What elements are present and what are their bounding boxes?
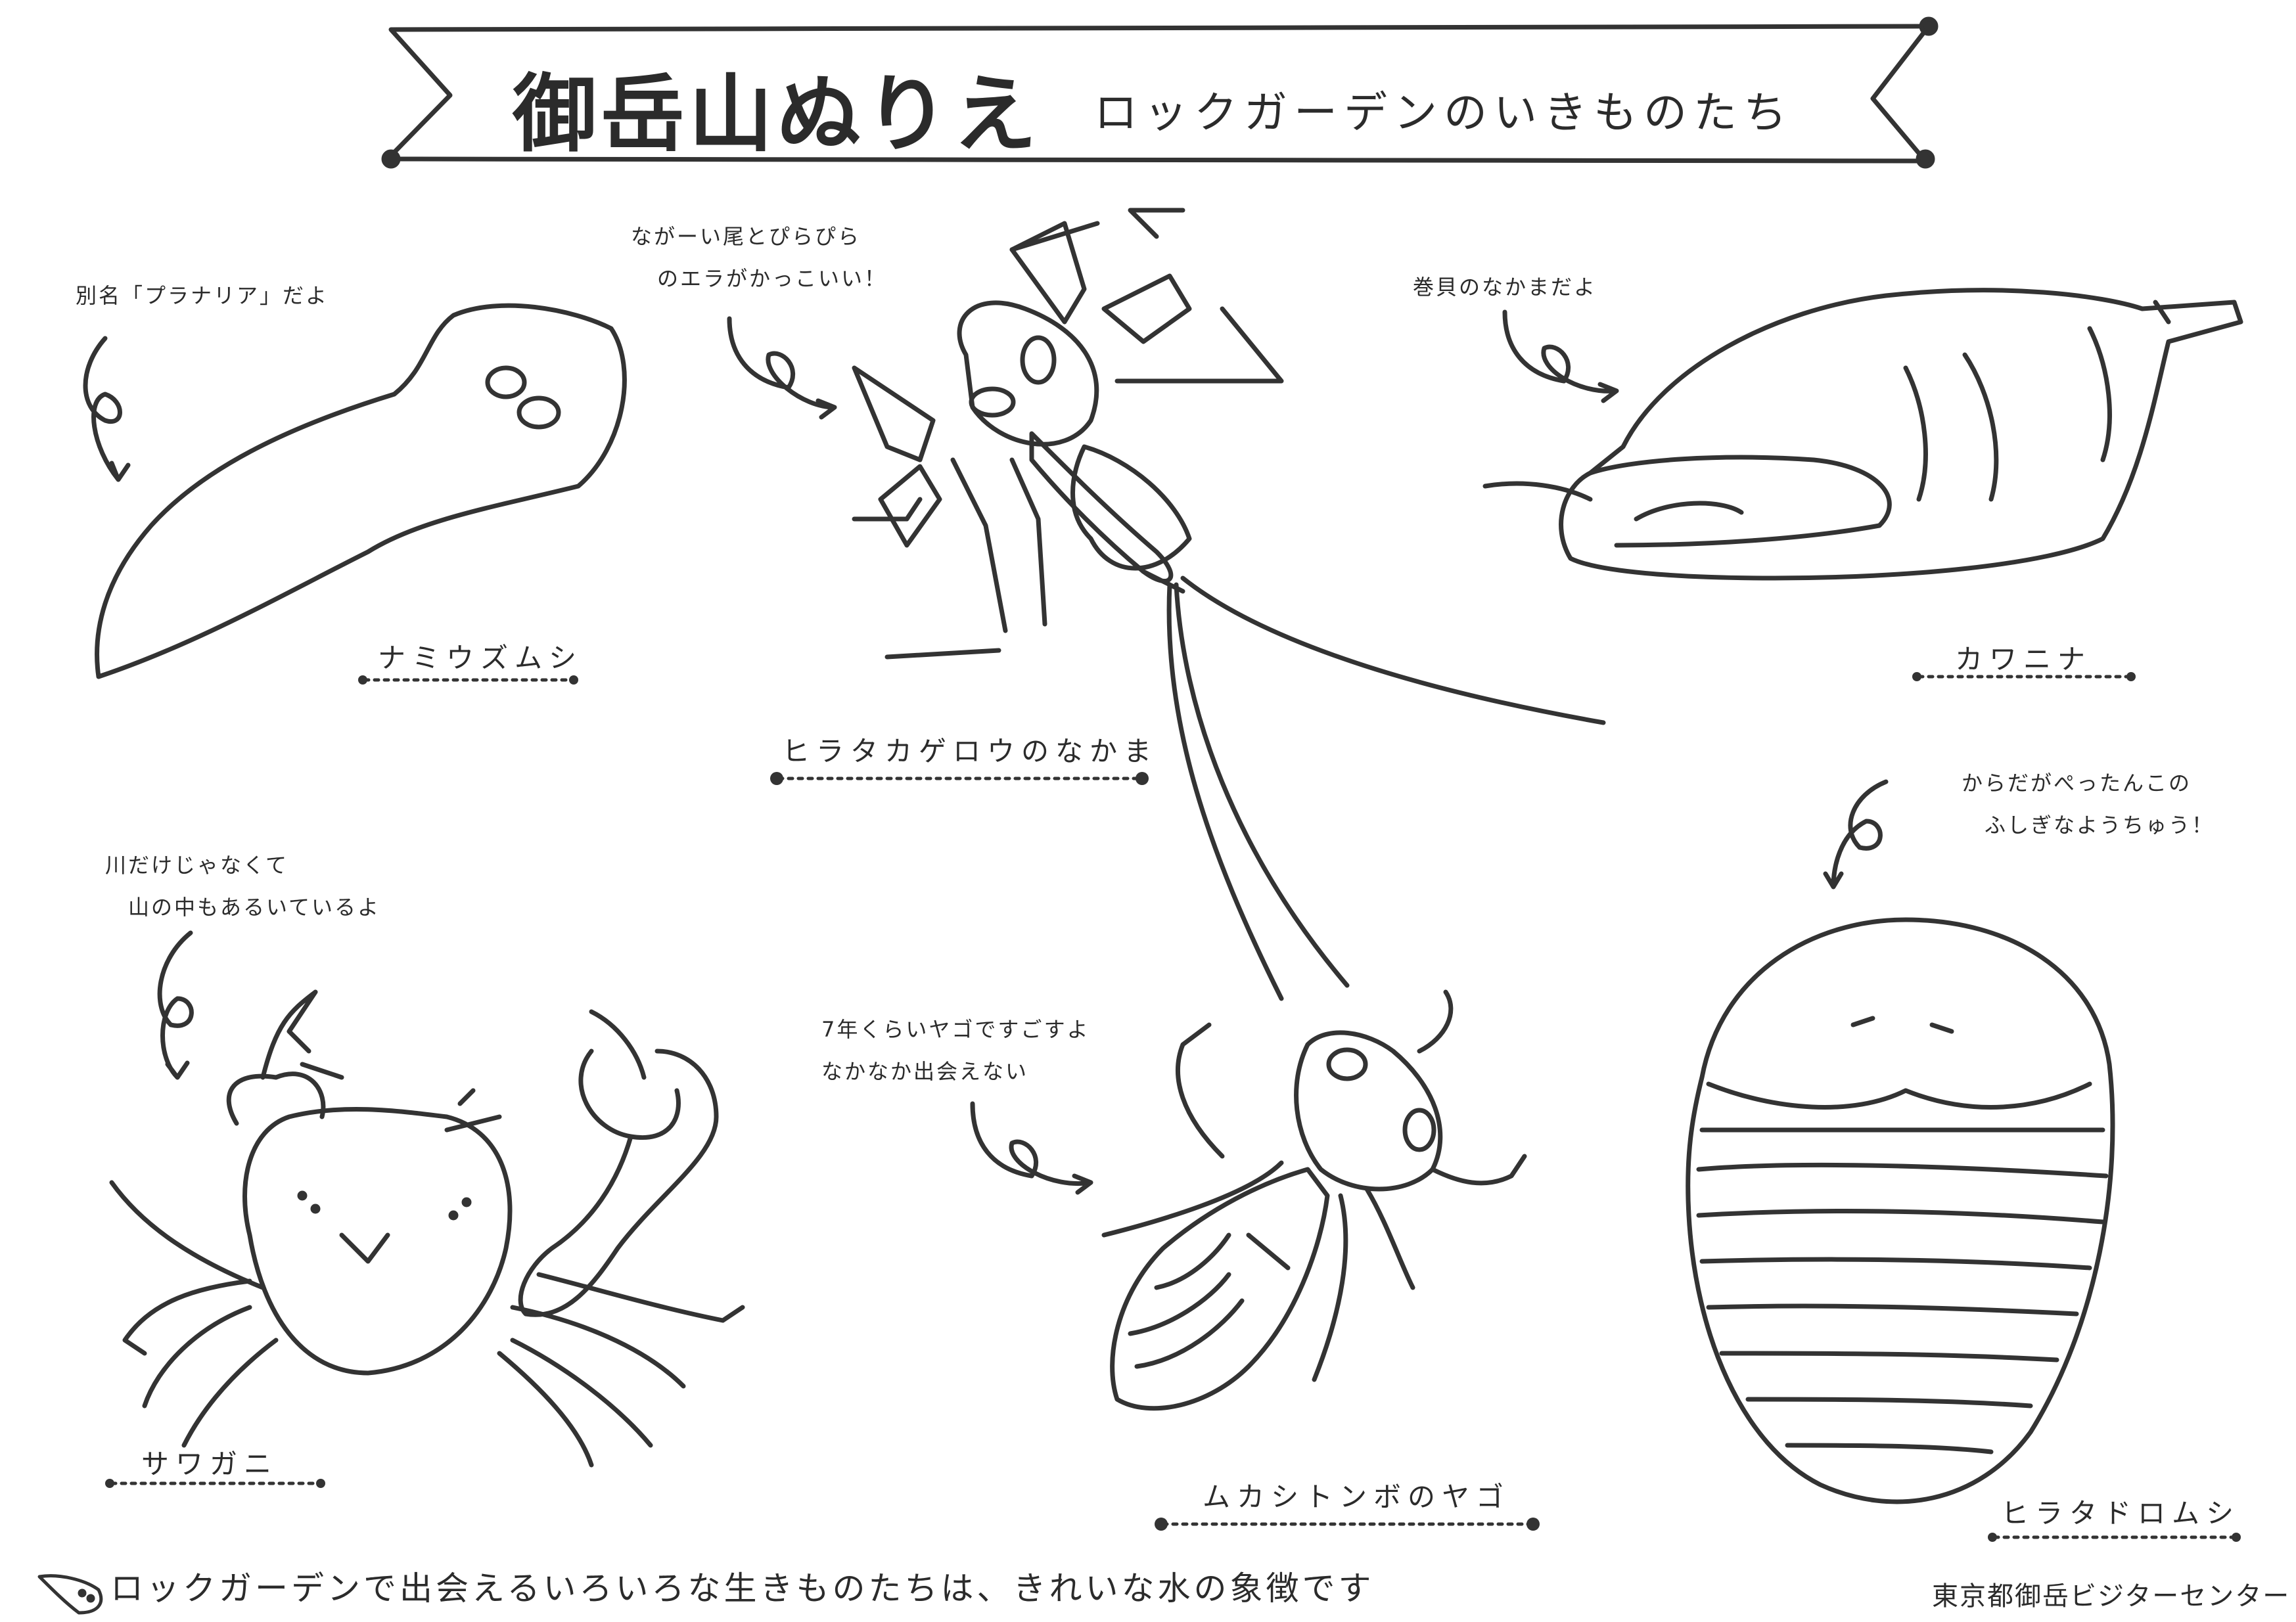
- note-mayfly-line-2: のエラがかっこいい！: [657, 266, 888, 291]
- note-dragonfly-nymph: 7年くらいヤゴですごすよ なかなか出会えない: [821, 1008, 1090, 1093]
- label-snail: カワニナ: [1955, 643, 2092, 675]
- footer-organization: 東京都御岳ビジターセンター: [1932, 1581, 2291, 1611]
- note-arrows: [83, 309, 1889, 1195]
- note-crab-line-2: 山の中もあるいているよ: [128, 895, 381, 920]
- note-mayfly: ながーい尾とぴらぴら のエラがかっこいい！: [631, 215, 887, 300]
- label-crab: サワガニ: [141, 1448, 279, 1480]
- note-water-penny: からだがぺったんこの ふしぎなようちゅう！: [1962, 762, 2215, 846]
- footer-message: ロックガーデンで出会えるいろいろな生きものたちは、きれいな水の象徴です: [110, 1569, 1375, 1608]
- name-underlines: [110, 675, 2236, 1539]
- page-subtitle: ロックガーデンのいきものたち: [1094, 87, 1793, 138]
- title-banner: [381, 16, 1939, 169]
- note-planarian-line-1: 別名「プラナリア」だよ: [76, 283, 329, 308]
- note-dragonfly-nymph-line-2: なかなか出会えない: [821, 1059, 1029, 1084]
- note-dragonfly-nymph-line-1: 7年くらいヤゴですごすよ: [821, 1017, 1090, 1042]
- planarian-drawing: [95, 303, 627, 679]
- snail-drawing: [1482, 288, 2243, 581]
- label-mayfly: ヒラタカゲロウのなかま: [782, 735, 1159, 767]
- note-water-penny-line-1: からだがぺったんこの: [1962, 771, 2192, 796]
- label-planarian: ナミウズムシ: [378, 642, 584, 674]
- crab-drawing: [109, 989, 745, 1468]
- water-penny-drawing: [1686, 917, 2115, 1504]
- note-water-penny-line-2: ふしぎなようちゅう！: [1985, 813, 2215, 838]
- note-planarian: 別名「プラナリア」だよ: [76, 275, 329, 317]
- note-crab-line-1: 川だけじゃなくて: [105, 853, 289, 878]
- label-dragonfly-nymph: ムカシトンボのヤゴ: [1203, 1481, 1511, 1513]
- note-crab: 川だけじゃなくて 山の中もあるいているよ: [105, 844, 380, 928]
- note-mayfly-line-1: ながーい尾とぴらぴら: [631, 224, 861, 249]
- dragonfly-nymph-drawing: [1101, 989, 1527, 1411]
- footer-planarian-icon: [37, 1574, 103, 1615]
- note-snail: 巻貝のなかまだよ: [1413, 266, 1597, 308]
- page-title: 御岳山ぬりえ: [513, 66, 1042, 164]
- note-snail-line-1: 巻貝のなかまだよ: [1413, 275, 1597, 300]
- underline-dots: [105, 672, 2241, 1542]
- label-water-penny: ヒラタドロムシ: [2001, 1497, 2241, 1529]
- mayfly-drawing: [852, 208, 1606, 1001]
